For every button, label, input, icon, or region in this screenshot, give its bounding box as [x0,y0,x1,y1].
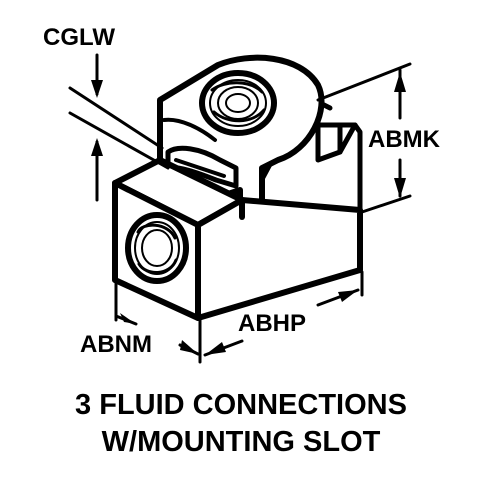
front-block [112,157,363,321]
dimension-cglw [68,53,170,202]
label-abnm: ABNM [80,331,152,358]
dimension-abmk [316,62,412,214]
caption-line-2: W/MOUNTING SLOT [102,426,381,458]
caption-line-1: 3 FLUID CONNECTIONS [75,389,407,421]
mounting-boss [157,54,325,218]
dimension-abnm [114,280,200,356]
label-abhp: ABHP [238,310,306,337]
dimension-abhp [198,270,364,364]
label-cglw: CGLW [43,24,115,51]
label-abmk: ABMK [368,126,441,153]
